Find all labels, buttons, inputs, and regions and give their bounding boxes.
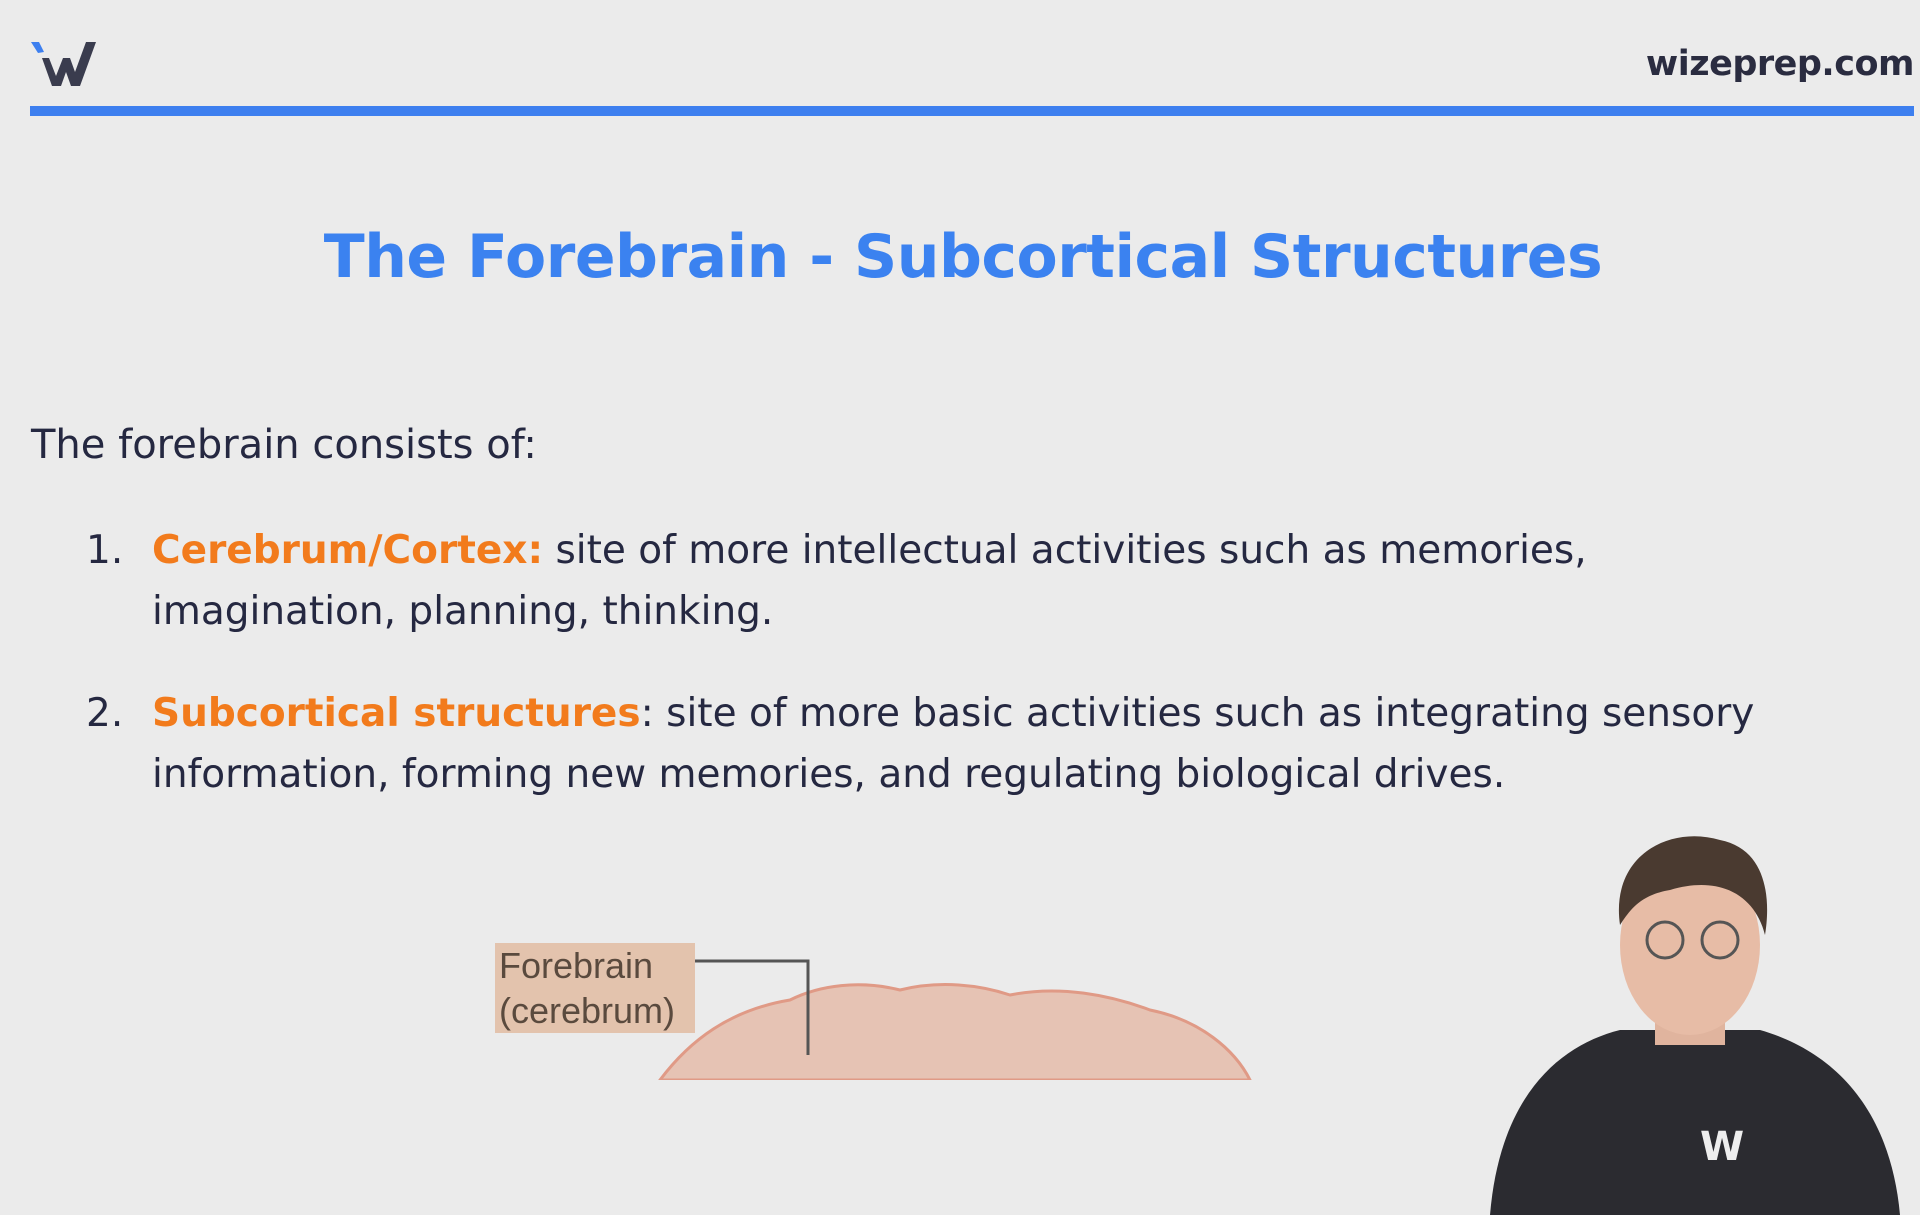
item-term: Subcortical structures — [152, 691, 641, 736]
list-item: 2. Subcortical structures: site of more … — [86, 683, 1826, 805]
shirt-logo: W — [1700, 1124, 1744, 1170]
label-line: Forebrain — [499, 945, 654, 986]
label-line: (cerebrum) — [499, 990, 676, 1031]
item-number: 2. — [86, 691, 124, 736]
presenter-webcam: W — [1490, 836, 1900, 1215]
slide-title: The Forebrain - Subcortical Structures — [323, 222, 1603, 292]
header-divider — [30, 106, 1914, 116]
diagram-label-forebrain: Forebrain (cerebrum) — [495, 943, 695, 1033]
item-number: 1. — [86, 528, 124, 573]
item-term: Cerebrum/Cortex: — [152, 528, 544, 573]
item-description: : site of more basic activities such as … — [152, 691, 1755, 797]
item-description: site of more intellectual activities suc… — [152, 528, 1587, 634]
intro-text: The forebrain consists of: — [31, 422, 537, 468]
brain-shape — [658, 983, 1252, 1080]
site-url[interactable]: wizeprep.com — [1645, 44, 1915, 84]
wizeprep-logo — [31, 42, 96, 86]
leader-line — [685, 959, 810, 1055]
list-item: 1. Cerebrum/Cortex: site of more intelle… — [86, 520, 1826, 642]
brain-diagram — [658, 959, 1252, 1080]
